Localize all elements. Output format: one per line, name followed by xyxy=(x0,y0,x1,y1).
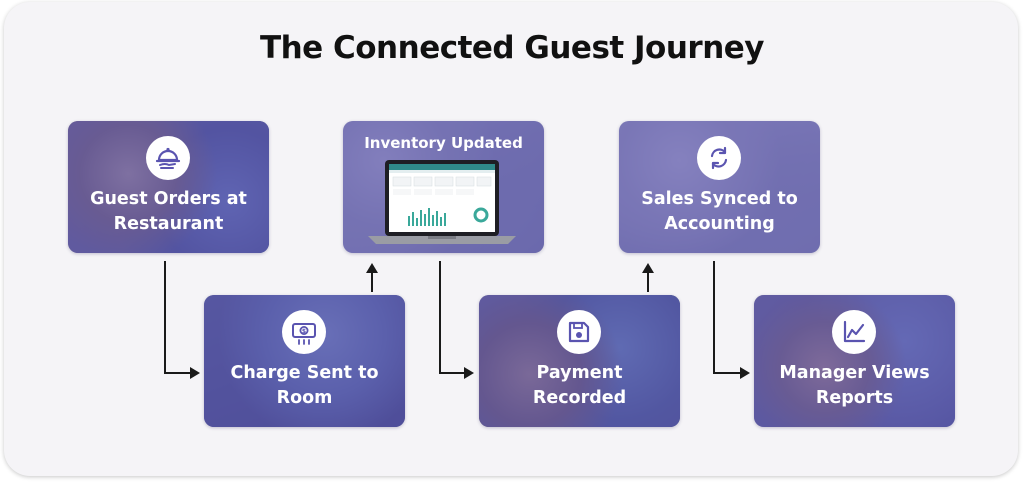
step-charge-sent: $ Charge Sent to Room xyxy=(204,295,405,427)
step-label: Inventory Updated xyxy=(349,133,538,153)
step-label: Sales Synced to Accounting xyxy=(625,187,814,237)
laptop-dashboard-icon xyxy=(368,158,516,248)
svg-text:$: $ xyxy=(302,328,306,335)
step-label: Payment Recorded xyxy=(485,361,674,411)
step-label: Manager Views Reports xyxy=(760,361,949,411)
step-sales-synced: Sales Synced to Accounting xyxy=(619,121,820,253)
sync-arrows-icon xyxy=(697,136,741,180)
step-manager-views: Manager Views Reports xyxy=(754,295,955,427)
step-label: Charge Sent to Room xyxy=(210,361,399,411)
dollar-bill-icon: $ xyxy=(282,310,326,354)
step-guest-orders: Guest Orders at Restaurant xyxy=(68,121,269,253)
step-inventory-updated: Inventory Updated xyxy=(343,121,544,253)
line-chart-icon xyxy=(832,310,876,354)
floppy-disk-icon xyxy=(557,310,601,354)
diagram-title: The Connected Guest Journey xyxy=(0,30,1024,66)
waiter-cloche-icon xyxy=(146,136,190,180)
step-label: Guest Orders at Restaurant xyxy=(74,187,263,237)
step-payment-recorded: Payment Recorded xyxy=(479,295,680,427)
